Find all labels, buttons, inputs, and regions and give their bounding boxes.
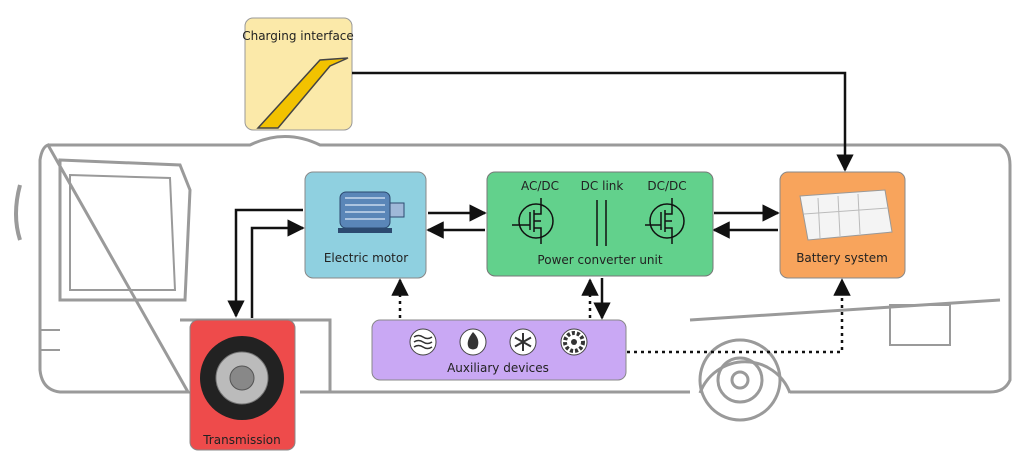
battery-system-label: Battery system xyxy=(796,251,888,265)
dc-link-label: DC link xyxy=(581,179,624,193)
fan-icon xyxy=(560,328,588,356)
acdc-label: AC/DC xyxy=(521,179,559,193)
connections xyxy=(227,71,854,354)
auxiliary-devices-block: Auxiliary devices xyxy=(371,319,627,381)
battery-pack-icon xyxy=(799,189,893,241)
pantograph-icon xyxy=(256,57,349,129)
snowflake-icon xyxy=(509,328,537,356)
air-flow-icon xyxy=(409,328,437,356)
transistor-icon xyxy=(645,198,685,244)
motor-icon xyxy=(338,191,405,233)
power-converter-label: Power converter unit xyxy=(537,253,662,267)
electric-motor-block: Electric motor xyxy=(304,171,427,279)
dcdc-label: DC/DC xyxy=(647,179,686,193)
battery-system-block: Battery system xyxy=(779,171,906,279)
rear-wheel xyxy=(698,338,782,422)
flame-icon xyxy=(459,328,487,356)
transmission-label: Transmission xyxy=(202,433,281,447)
auxiliary-devices-label: Auxiliary devices xyxy=(447,361,549,375)
charging-interface-block: Charging interface xyxy=(242,17,354,131)
transmission-block: Transmission xyxy=(189,319,296,451)
capacitor-icon xyxy=(596,200,607,246)
electric-motor-label: Electric motor xyxy=(324,251,408,265)
charging-interface-label: Charging interface xyxy=(242,29,354,43)
power-converter-block: AC/DC DC link DC/DC Power converter unit xyxy=(486,171,714,277)
wheel-icon xyxy=(200,336,284,420)
transistor-icon xyxy=(512,198,554,244)
